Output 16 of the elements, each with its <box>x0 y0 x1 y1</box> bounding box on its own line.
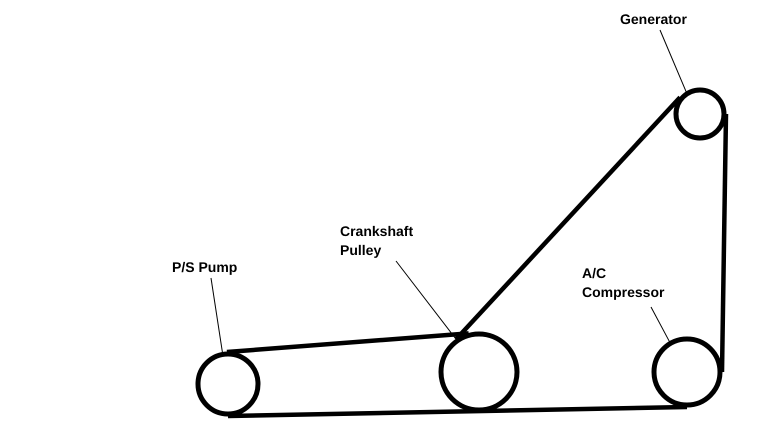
part-label: A/C Compressor <box>582 264 692 302</box>
part-label: Crankshaft Pulley <box>340 222 420 260</box>
pulley-circle <box>674 88 726 140</box>
belt-segment <box>720 114 728 372</box>
belt-segment <box>228 404 688 418</box>
leader-line <box>650 306 670 342</box>
leader-line <box>210 278 223 353</box>
belt-segment <box>454 96 682 341</box>
part-label: P/S Pump <box>172 258 252 277</box>
leader-line <box>660 30 687 92</box>
part-label: Generator <box>620 10 700 29</box>
pulley-circle <box>196 352 260 416</box>
belt-segment <box>226 331 469 354</box>
leader-line <box>396 260 457 340</box>
pulley-circle <box>652 336 722 408</box>
pulley-circle <box>438 332 520 412</box>
